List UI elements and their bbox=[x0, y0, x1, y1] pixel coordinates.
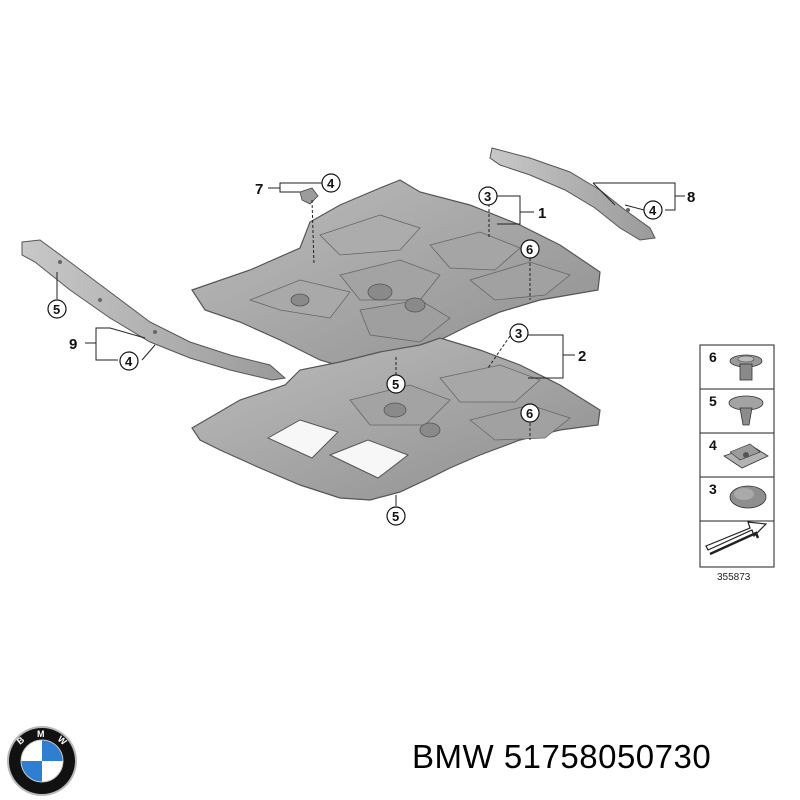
legend-item-4: 4 bbox=[709, 437, 717, 453]
callout-5-middle: 5 bbox=[392, 377, 399, 392]
expanding-rivet-icon bbox=[728, 395, 764, 426]
part-caption: BMW 51758050730 bbox=[412, 738, 792, 782]
diagram-number: 355873 bbox=[717, 572, 751, 583]
push-clip-icon bbox=[729, 354, 763, 381]
callout-4-top: 4 bbox=[327, 176, 335, 191]
svg-text:M: M bbox=[37, 729, 45, 739]
callout-5-bottom: 5 bbox=[392, 509, 399, 524]
brand-name: BMW bbox=[412, 738, 495, 775]
rubber-plug-icon bbox=[729, 485, 767, 509]
bmw-logo: B M W bbox=[7, 726, 77, 796]
callout-4-left: 4 bbox=[125, 354, 133, 369]
callout-6-lower: 6 bbox=[526, 406, 533, 421]
lower-underbody-shield bbox=[191, 337, 601, 501]
left-trim-strip bbox=[21, 239, 287, 381]
bracket-part-7 bbox=[299, 187, 319, 205]
direction-arrow-icon bbox=[705, 521, 768, 556]
clip-nut-icon bbox=[723, 443, 769, 469]
part-number: 51758050730 bbox=[503, 738, 712, 775]
legend-item-3: 3 bbox=[709, 481, 717, 497]
callout-2: 2 bbox=[578, 348, 586, 365]
callout-3-lower: 3 bbox=[515, 326, 522, 341]
svg-text:B: B bbox=[15, 734, 27, 746]
callout-5-left: 5 bbox=[53, 302, 60, 317]
right-trim-strip bbox=[489, 147, 656, 241]
fastener-legend: 6 5 4 3 355873 bbox=[699, 344, 775, 583]
callout-9: 9 bbox=[69, 336, 77, 353]
callout-8: 8 bbox=[687, 189, 695, 206]
callout-4-right: 4 bbox=[649, 203, 657, 218]
legend-item-5: 5 bbox=[709, 393, 717, 409]
legend-item-6: 6 bbox=[709, 349, 717, 365]
callout-group: 7 1 8 9 2 4 3 4 6 5 3 4 5 6 5 bbox=[47, 173, 695, 526]
upper-underbody-shield bbox=[191, 179, 601, 379]
leader-lines bbox=[56, 182, 685, 506]
callout-7: 7 bbox=[255, 181, 263, 198]
callout-3-upper: 3 bbox=[484, 189, 491, 204]
callout-1: 1 bbox=[538, 205, 546, 222]
callout-6-upper: 6 bbox=[526, 242, 533, 257]
